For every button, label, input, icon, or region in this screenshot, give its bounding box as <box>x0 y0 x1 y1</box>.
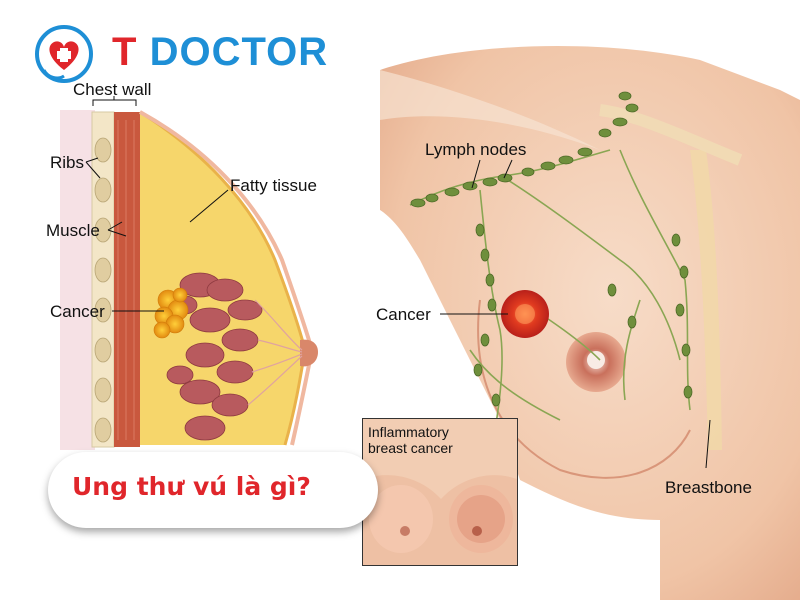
inset-label-line2: breast cancer <box>368 440 453 456</box>
label-cancer-front-view: Cancer <box>376 305 431 324</box>
label-breastbone: Breastbone <box>665 478 752 497</box>
front-view-torso <box>380 46 800 600</box>
inset-inflammatory-breast-cancer <box>362 418 518 566</box>
leader-lines <box>85 96 711 469</box>
brand-doctor: DOCTOR <box>149 30 329 74</box>
heart-stethoscope-icon <box>35 25 93 83</box>
title-banner <box>48 452 378 528</box>
brand-t: T <box>112 30 138 74</box>
label-lymph-nodes: Lymph nodes <box>425 140 527 159</box>
inset-label-line1: Inflammatory <box>368 424 449 440</box>
label-chest-wall: Chest wall <box>73 80 152 99</box>
cross-section-view <box>60 110 318 450</box>
label-cancer-cross-section: Cancer <box>50 302 105 321</box>
inset-illustration <box>363 419 517 565</box>
inset-label: Inflammatory breast cancer <box>368 424 453 456</box>
page-title: Ung thư vú là gì? <box>72 472 311 501</box>
brand-wordmark: T DOCTOR <box>112 30 328 75</box>
label-muscle: Muscle <box>46 221 100 240</box>
label-ribs: Ribs <box>50 153 85 172</box>
label-fatty-tissue: Fatty tissue <box>230 176 317 195</box>
brand-logo: T DOCTOR <box>30 22 327 86</box>
